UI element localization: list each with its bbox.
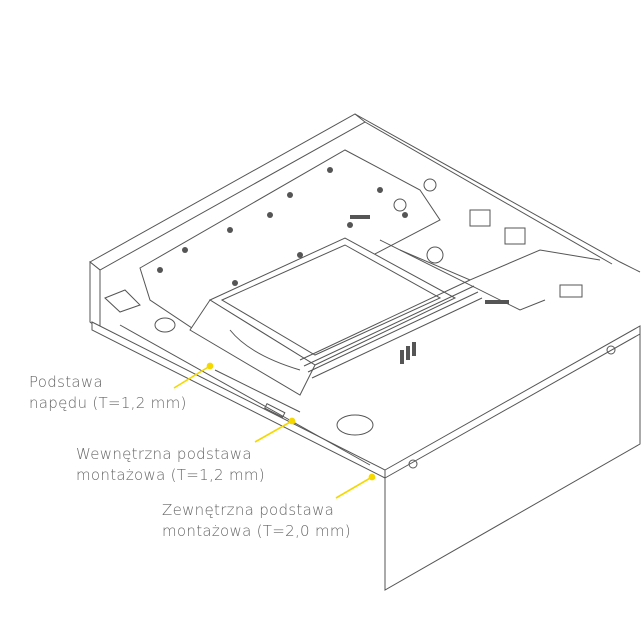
left-front-edge — [89, 260, 101, 332]
callout-drive-base: Podstawa napędu (T=1,2 mm) — [29, 372, 187, 414]
leader-inner-base — [254, 420, 293, 443]
leader-drive-base — [173, 365, 211, 389]
callout-outer-mount-base: Zewnętrzna podstawa montażowa (T=2,0 mm) — [162, 500, 351, 542]
callout-line: napędu (T=1,2 mm) — [29, 394, 187, 412]
right-side-panel — [384, 325, 641, 591]
callout-line: Podstawa — [29, 373, 103, 391]
drive-front — [189, 299, 316, 396]
callout-line: montażowa (T=2,0 mm) — [162, 522, 351, 540]
drive-bracket — [139, 149, 441, 341]
leader-outer-base — [335, 476, 373, 499]
callout-line: montażowa (T=1,2 mm) — [76, 466, 265, 484]
callout-line: Zewnętrzna podstawa — [162, 501, 335, 519]
callout-inner-mount-base: Wewnętrzna podstawa montażowa (T=1,2 mm) — [76, 444, 265, 486]
callout-line: Wewnętrzna podstawa — [76, 445, 252, 463]
